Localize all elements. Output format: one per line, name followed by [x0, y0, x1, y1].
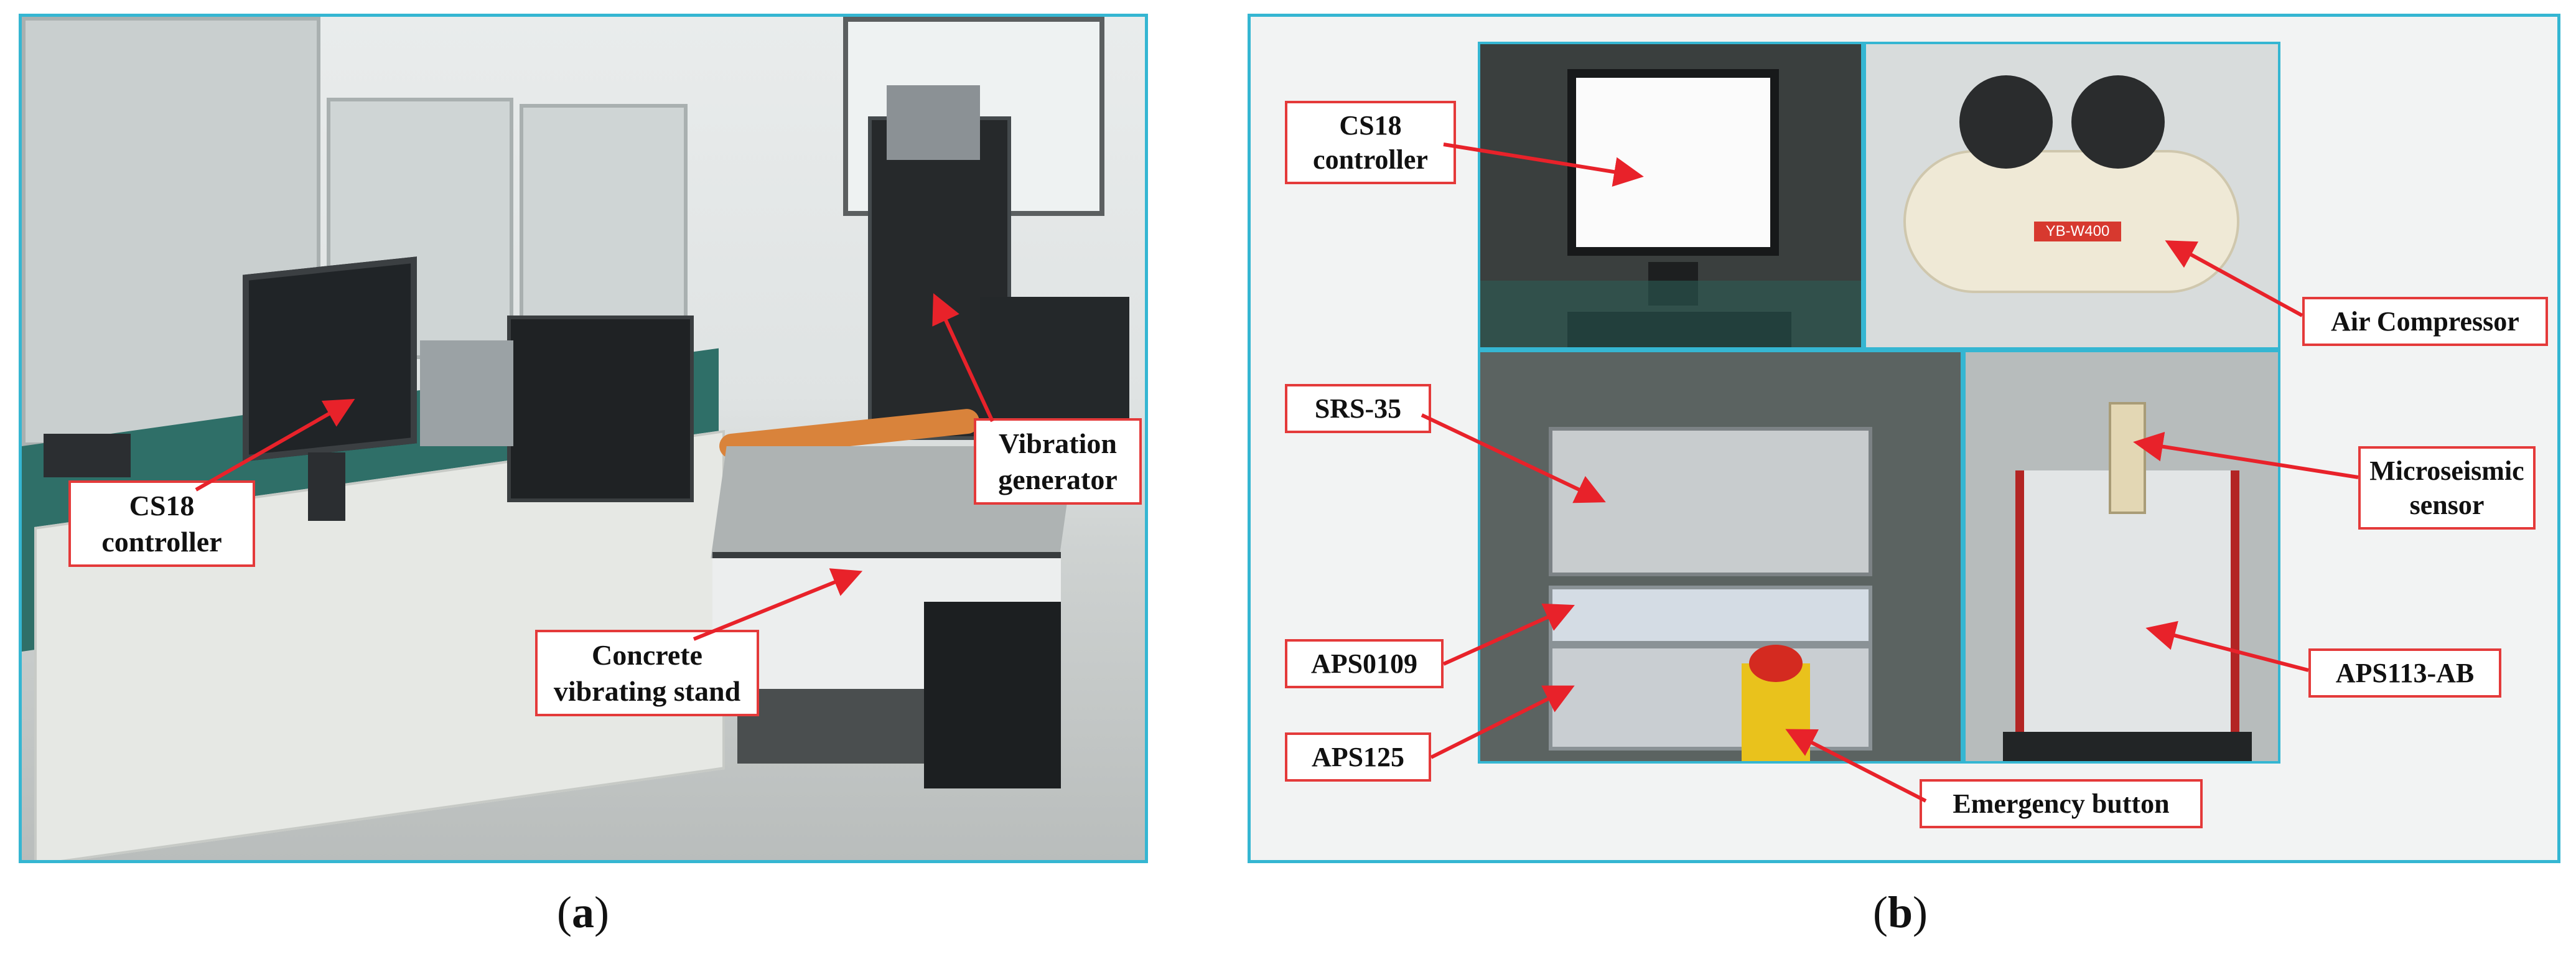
photo-air-compressor: YB-W400 — [1864, 42, 2280, 350]
laptop — [980, 297, 1129, 421]
compressor-model-label: YB-W400 — [2034, 222, 2121, 241]
callout-air-compressor: Air Compressor — [2302, 297, 2548, 346]
microseismic-sensor-body — [2109, 402, 2146, 514]
generator-head — [887, 85, 980, 160]
photo-cs18-monitor — [1478, 42, 1864, 350]
aps125-unit — [1549, 645, 1872, 751]
callout-concrete-vibrating-stand: Concrete vibrating stand — [535, 630, 759, 716]
photo-srs35-rack — [1478, 350, 1963, 764]
sensor-frame — [2015, 470, 2239, 732]
compressor-fan — [2071, 75, 2165, 169]
panel-b-collage: YB-W400 CS18 controller Air Compressor S… — [1248, 14, 2560, 863]
floor-pc — [924, 602, 1061, 788]
callout-microseismic-sensor: Microseismic sensor — [2358, 446, 2536, 530]
emergency-knob — [1749, 645, 1803, 682]
monitor — [243, 256, 417, 462]
pc-tower — [507, 316, 694, 502]
panel-a-photo: CS18 controller Vibration generator Conc… — [19, 14, 1148, 863]
desk — [1480, 281, 1861, 347]
subfigure-label-b: (b) — [1873, 887, 1928, 937]
monitor-stand — [308, 452, 345, 521]
compressor-fan — [1959, 75, 2053, 169]
subfigure-letter-b: b — [1887, 887, 1913, 937]
callout-aps0109: APS0109 — [1285, 639, 1444, 688]
srs35-unit — [1549, 427, 1872, 576]
callout-srs35: SRS-35 — [1285, 384, 1431, 433]
rack-unit — [420, 340, 513, 446]
photo-microseismic-sensor — [1963, 350, 2280, 764]
callout-aps125: APS125 — [1285, 732, 1431, 782]
callout-aps113-ab: APS113-AB — [2308, 648, 2501, 698]
subfigure-letter-a: a — [571, 887, 594, 937]
monitor-screen — [1567, 69, 1779, 256]
keyboard — [44, 434, 131, 477]
aps0109-unit — [1549, 586, 1872, 645]
callout-vibration-generator: Vibration generator — [974, 418, 1142, 505]
callout-emergency-button: Emergency button — [1920, 779, 2203, 828]
callout-cs18-controller: CS18 controller — [1285, 101, 1456, 184]
callout-cs18-controller: CS18 controller — [68, 480, 255, 567]
sensor-base — [2003, 732, 2252, 761]
subfigure-label-a: (a) — [557, 887, 609, 937]
